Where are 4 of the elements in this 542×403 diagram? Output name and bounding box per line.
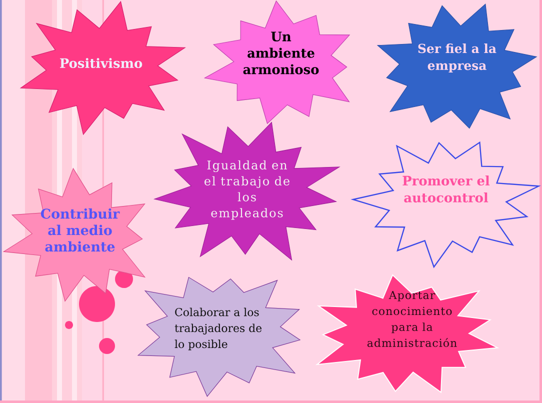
starburst: Ser fiel a la empresa bbox=[376, 4, 538, 129]
starburst: Un ambiente armonioso bbox=[204, 0, 350, 124]
starburst: Aportar conocimiento para la administración bbox=[315, 274, 500, 394]
starburst: Colaborar a los trabajadores de lo posible bbox=[137, 276, 301, 397]
